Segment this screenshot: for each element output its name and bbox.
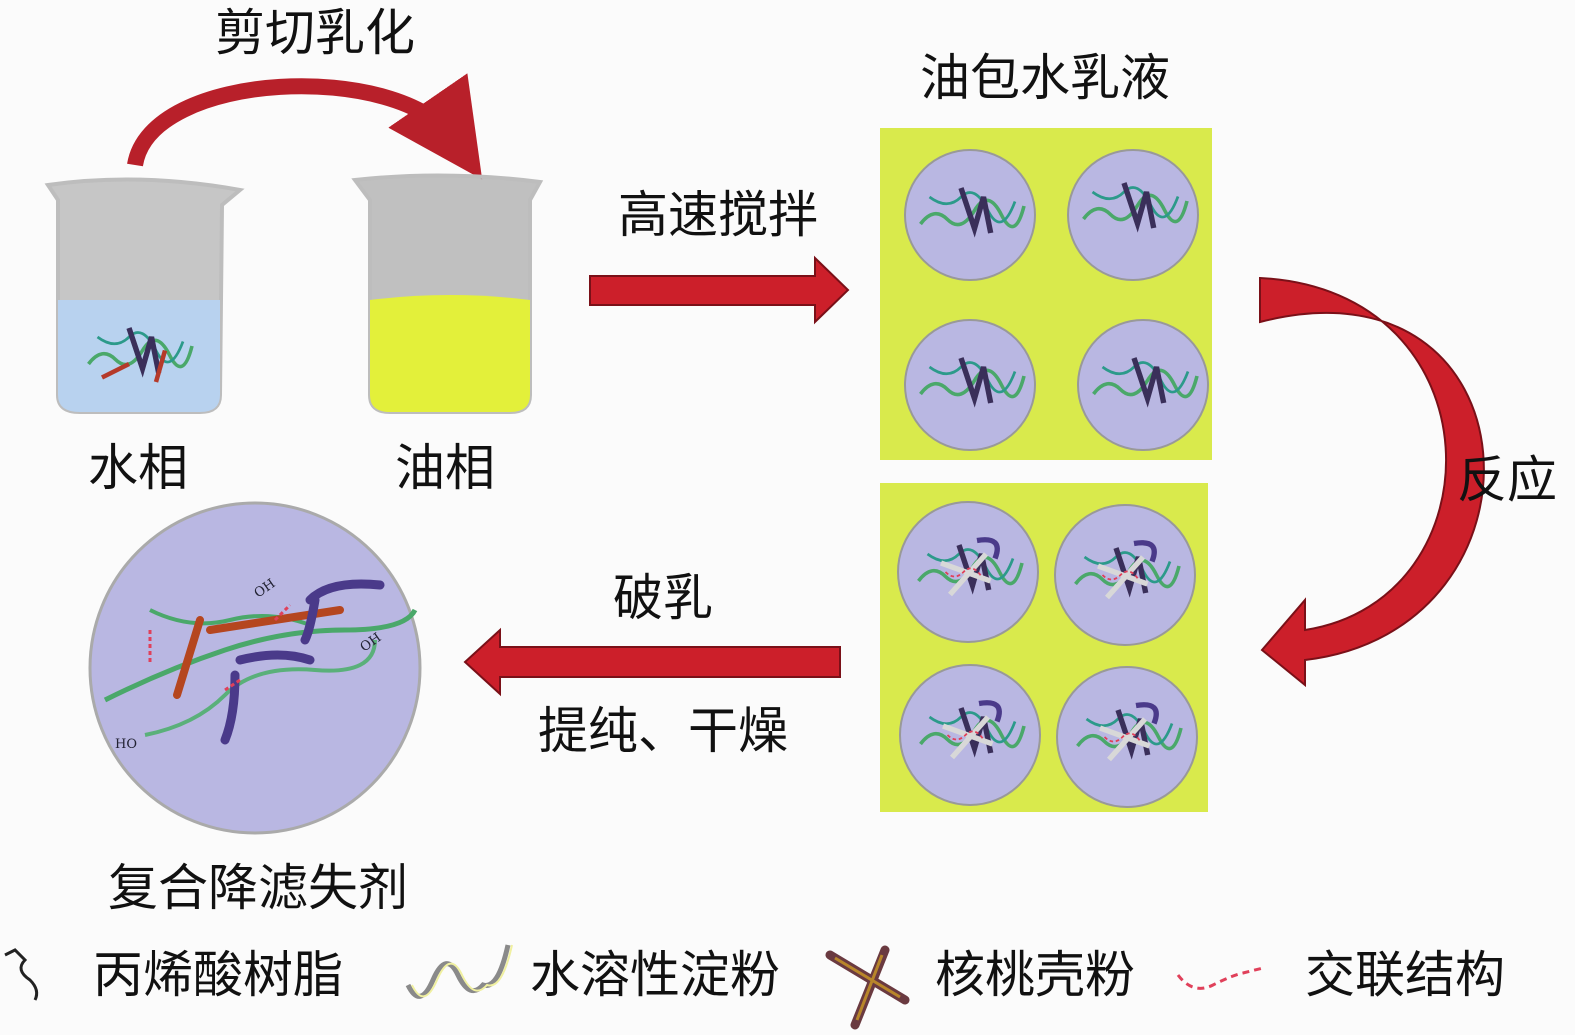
product-particle: OH OH HO bbox=[88, 501, 422, 835]
water-beaker bbox=[44, 177, 245, 414]
legend: 丙烯酸树脂 水溶性淀粉 核桃壳粉 交联结构 bbox=[4, 944, 1505, 1030]
walnut-shell-icon bbox=[825, 945, 910, 1030]
water-phase-label: 水相 bbox=[88, 439, 188, 497]
oil-beaker bbox=[351, 173, 544, 414]
legend-label: 丙烯酸树脂 bbox=[93, 946, 343, 1004]
legend-label: 水溶性淀粉 bbox=[530, 946, 780, 1004]
demulsify-arrow bbox=[463, 627, 841, 697]
stir-arrow bbox=[589, 255, 850, 325]
starch-icon bbox=[405, 944, 511, 999]
product-label: 复合降滤失剂 bbox=[108, 859, 408, 917]
stir-label: 高速搅拌 bbox=[618, 186, 818, 244]
reaction-arrow bbox=[1259, 276, 1485, 688]
reaction-label: 反应 bbox=[1457, 451, 1557, 509]
reacted-panel bbox=[880, 483, 1208, 812]
acrylic-resin-icon bbox=[4, 948, 39, 1001]
crosslink-icon bbox=[1176, 966, 1264, 990]
emulsion-label: 油包水乳液 bbox=[920, 49, 1170, 107]
shear-label: 剪切乳化 bbox=[215, 4, 415, 62]
emulsion-panel bbox=[880, 128, 1212, 460]
shear-arrow bbox=[127, 73, 483, 180]
purify-label: 提纯、干燥 bbox=[538, 702, 788, 760]
ho-label: HO bbox=[115, 737, 137, 752]
legend-label: 核桃壳粉 bbox=[935, 946, 1135, 1004]
oil-phase-label: 油相 bbox=[395, 439, 495, 497]
demulsify-label: 破乳 bbox=[613, 569, 713, 627]
legend-label: 交联结构 bbox=[1305, 946, 1505, 1004]
